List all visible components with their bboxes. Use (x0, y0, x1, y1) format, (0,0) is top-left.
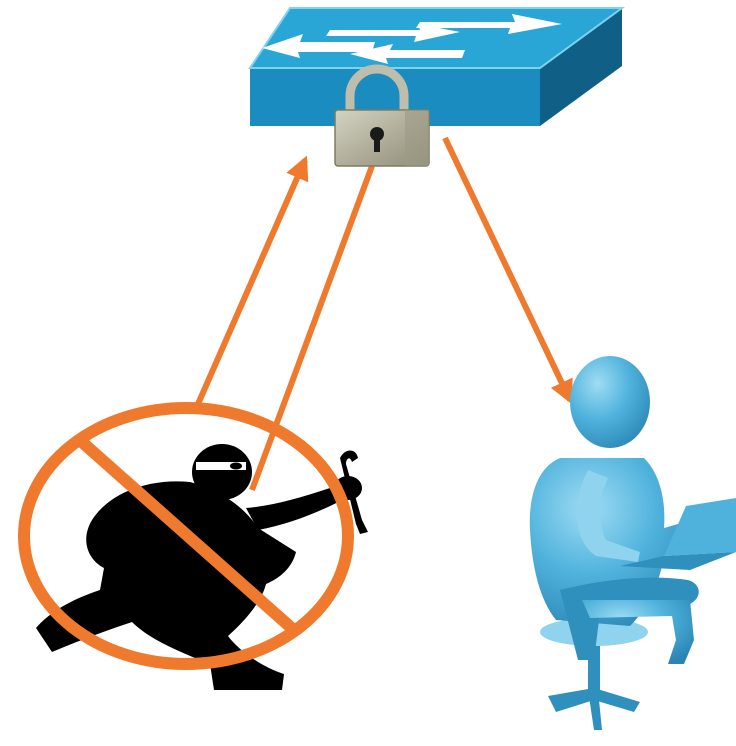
edge-switch-to-user (445, 138, 570, 400)
edge-switch-to-attacker (252, 166, 372, 490)
edge-attacker-to-switch (198, 160, 305, 404)
prohibited-thief-icon (24, 408, 368, 690)
network-switch-icon (250, 8, 622, 126)
thief-mask-eyes (196, 462, 246, 470)
locked-network-switch-icon (250, 8, 622, 166)
user-with-laptop-icon (530, 356, 736, 730)
connectors (198, 138, 570, 490)
thief-silhouette-icon (36, 444, 368, 690)
